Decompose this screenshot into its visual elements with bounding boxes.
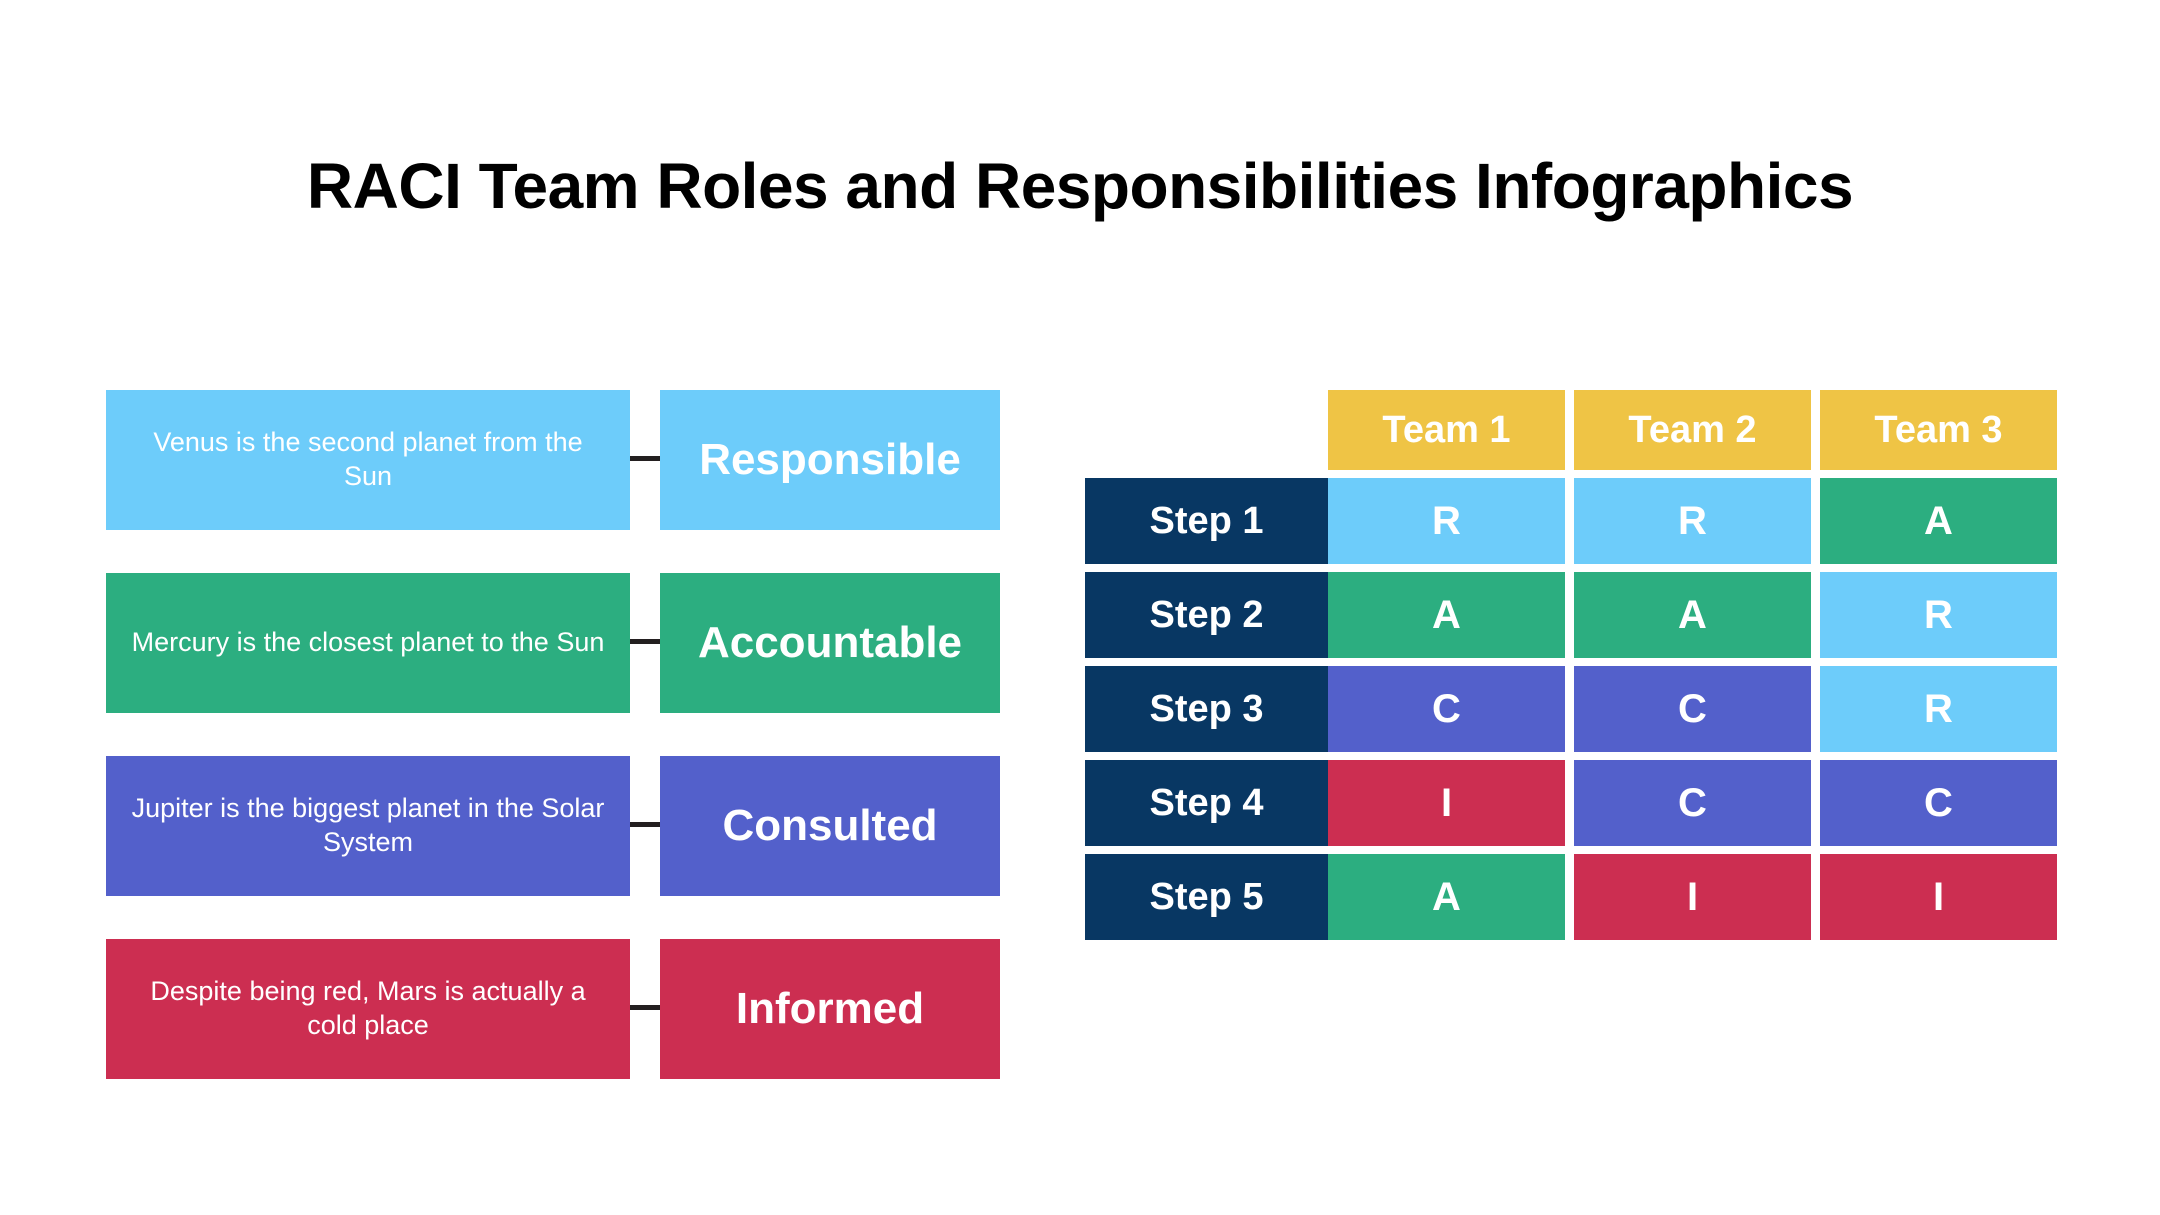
matrix-raci-cell[interactable]: I — [1574, 854, 1811, 940]
matrix-raci-cell[interactable]: A — [1574, 572, 1811, 658]
legend-role-label: Accountable — [660, 573, 1000, 713]
matrix-row-header[interactable]: Step 3 — [1085, 666, 1328, 752]
legend-description: Venus is the second planet from the Sun — [106, 390, 630, 530]
legend-role-label: Consulted — [660, 756, 1000, 896]
matrix-raci-cell[interactable]: A — [1328, 854, 1565, 940]
matrix-raci-cell[interactable]: A — [1820, 478, 2057, 564]
matrix-raci-cell[interactable]: R — [1820, 572, 2057, 658]
matrix-raci-cell[interactable]: C — [1328, 666, 1565, 752]
matrix-raci-cell[interactable]: R — [1820, 666, 2057, 752]
matrix-raci-cell[interactable]: I — [1820, 854, 2057, 940]
matrix-column-header[interactable]: Team 1 — [1328, 390, 1565, 470]
legend-description: Despite being red, Mars is actually a co… — [106, 939, 630, 1079]
matrix-column-header[interactable]: Team 3 — [1820, 390, 2057, 470]
legend-connector-line — [630, 456, 660, 461]
legend-connector-line — [630, 822, 660, 827]
matrix-raci-cell[interactable]: R — [1328, 478, 1565, 564]
legend-row: Jupiter is the biggest planet in the Sol… — [106, 756, 1000, 896]
matrix-raci-cell[interactable]: I — [1328, 760, 1565, 846]
matrix-row-header[interactable]: Step 5 — [1085, 854, 1328, 940]
matrix-raci-cell[interactable]: R — [1574, 478, 1811, 564]
legend-role-label: Responsible — [660, 390, 1000, 530]
matrix-row-header[interactable]: Step 1 — [1085, 478, 1328, 564]
legend-row: Mercury is the closest planet to the Sun… — [106, 573, 1000, 713]
legend-role-label: Informed — [660, 939, 1000, 1079]
legend-description: Mercury is the closest planet to the Sun — [106, 573, 630, 713]
page-title: RACI Team Roles and Responsibilities Inf… — [306, 149, 1854, 222]
matrix-corner-spacer — [1085, 390, 1328, 470]
matrix-raci-cell[interactable]: C — [1574, 760, 1811, 846]
matrix-row-header[interactable]: Step 4 — [1085, 760, 1328, 846]
matrix-raci-cell[interactable]: A — [1328, 572, 1565, 658]
legend-connector-line — [630, 639, 660, 644]
matrix-raci-cell[interactable]: C — [1574, 666, 1811, 752]
legend-connector-line — [630, 1005, 660, 1010]
matrix-row-header[interactable]: Step 2 — [1085, 572, 1328, 658]
legend-row: Despite being red, Mars is actually a co… — [106, 939, 1000, 1079]
matrix-column-header[interactable]: Team 2 — [1574, 390, 1811, 470]
legend-description: Jupiter is the biggest planet in the Sol… — [106, 756, 630, 896]
matrix-raci-cell[interactable]: C — [1820, 760, 2057, 846]
